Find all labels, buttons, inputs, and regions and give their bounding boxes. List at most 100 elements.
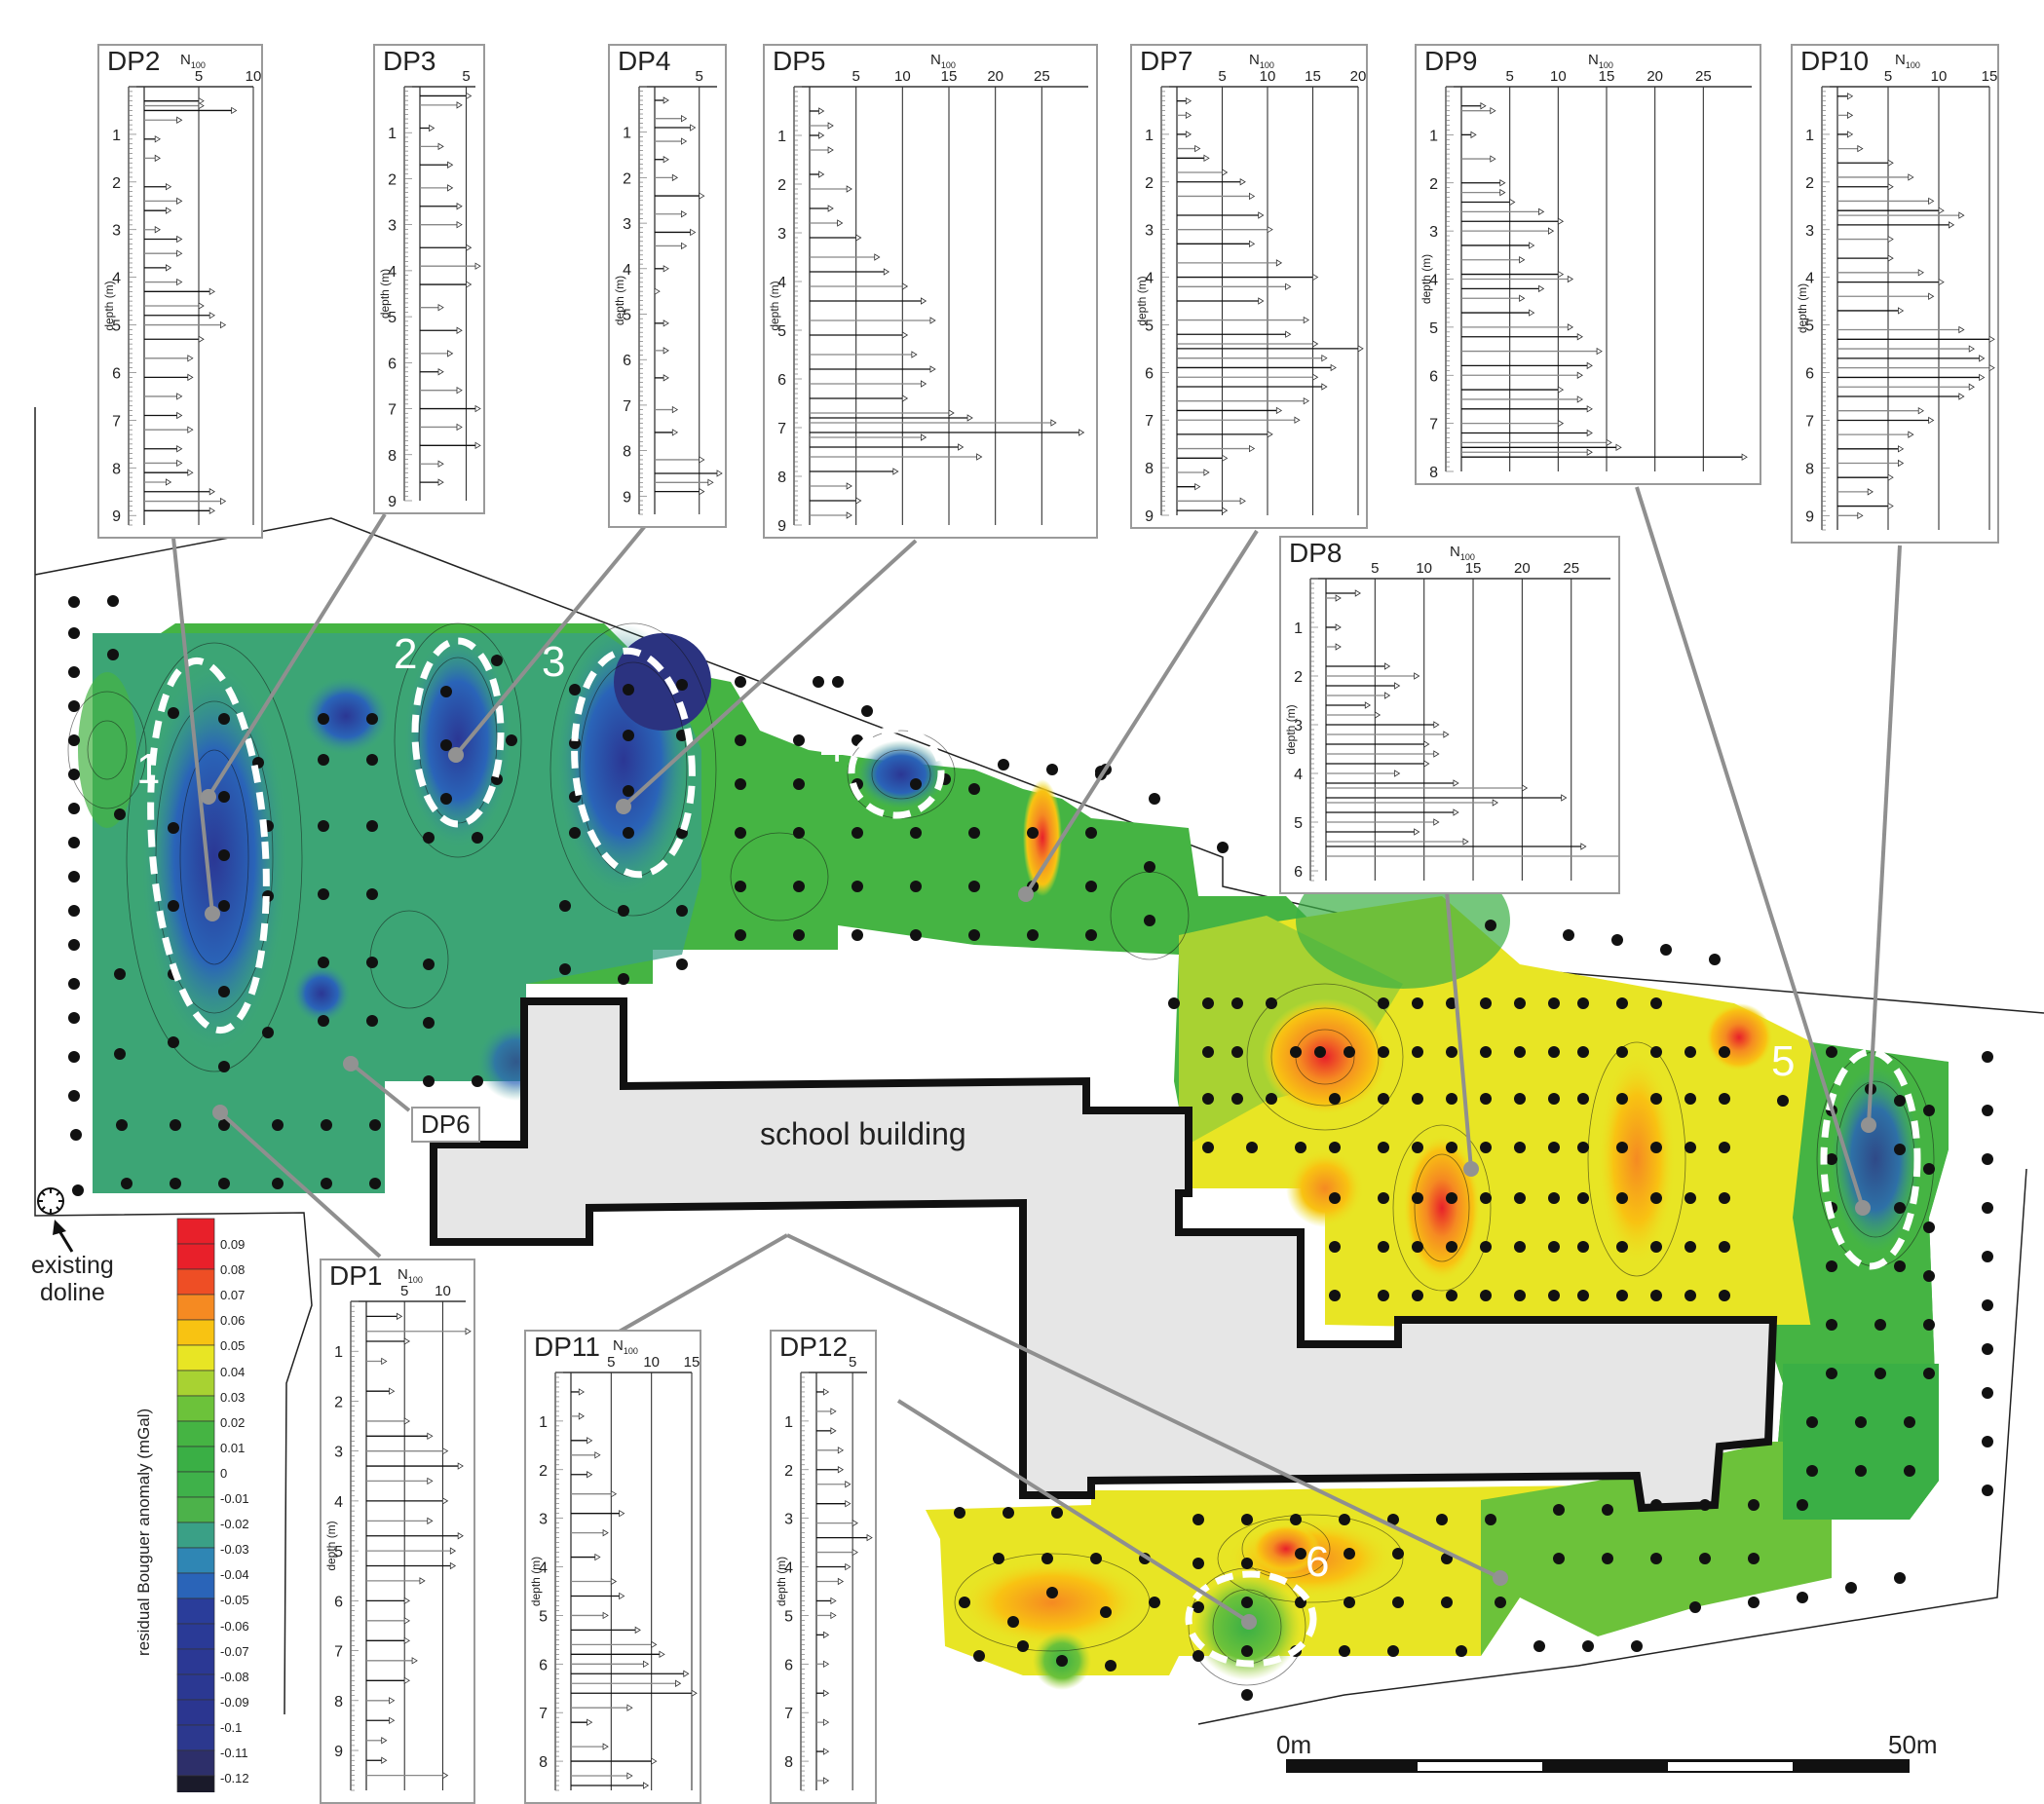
svg-text:4: 4	[112, 271, 121, 287]
svg-text:6: 6	[388, 356, 397, 372]
svg-text:7: 7	[777, 421, 786, 437]
svg-text:5: 5	[334, 1544, 343, 1560]
svg-text:5: 5	[607, 1354, 615, 1371]
svg-text:6: 6	[1805, 366, 1814, 383]
panel-title: DP1	[329, 1260, 383, 1291]
svg-text:1: 1	[777, 129, 786, 145]
leader-lines	[171, 486, 1902, 1624]
svg-text:7: 7	[1805, 413, 1814, 430]
doline-label: existing doline	[31, 1252, 114, 1306]
doline-arrow-icon	[53, 1220, 74, 1253]
svg-text:9: 9	[112, 508, 121, 525]
svg-text:8: 8	[539, 1754, 548, 1771]
svg-text:9: 9	[777, 518, 786, 535]
svg-text:2: 2	[112, 175, 121, 192]
svg-text:20: 20	[1514, 560, 1531, 577]
svg-text:6: 6	[1429, 368, 1438, 385]
n100-axis-label: N100	[1588, 52, 1613, 70]
anomaly-label-2: 2	[394, 630, 418, 678]
svg-text:7: 7	[112, 413, 121, 430]
svg-text:2: 2	[623, 170, 631, 187]
svg-text:10: 10	[1931, 68, 1948, 85]
svg-text:4: 4	[784, 1560, 793, 1577]
legend-tick: 0	[220, 1465, 228, 1481]
legend-tick: -0.09	[220, 1694, 249, 1710]
svg-text:8: 8	[1429, 465, 1438, 481]
svg-text:2: 2	[777, 177, 786, 194]
svg-text:4: 4	[1805, 271, 1814, 287]
svg-text:depth (m): depth (m)	[1284, 704, 1298, 754]
svg-text:7: 7	[388, 402, 397, 419]
svg-text:6: 6	[784, 1657, 793, 1673]
svg-text:5: 5	[1505, 68, 1513, 85]
n100-axis-label: N100	[397, 1266, 423, 1285]
anomaly-outline-2	[411, 637, 505, 828]
legend-tick: 0.08	[220, 1262, 246, 1278]
doline-icon	[37, 1187, 64, 1215]
svg-text:5: 5	[539, 1608, 548, 1625]
svg-text:1: 1	[784, 1414, 793, 1431]
svg-text:25: 25	[1034, 68, 1050, 85]
svg-text:2: 2	[1429, 176, 1438, 193]
dp6-label: DP6	[411, 1107, 480, 1143]
svg-text:5: 5	[1371, 560, 1379, 577]
svg-text:depth (m): depth (m)	[613, 276, 626, 325]
svg-text:5: 5	[852, 68, 859, 85]
svg-text:6: 6	[539, 1657, 548, 1673]
svg-text:3: 3	[784, 1512, 793, 1528]
svg-text:2: 2	[334, 1394, 343, 1410]
svg-text:8: 8	[784, 1754, 793, 1771]
legend-tick: -0.11	[220, 1746, 248, 1760]
anomaly-outline-4	[848, 726, 945, 819]
svg-text:4: 4	[1429, 273, 1438, 289]
anomaly-label-3: 3	[542, 638, 566, 686]
panel-title: DP8	[1289, 538, 1343, 568]
panel-title: DP4	[618, 46, 671, 76]
svg-text:depth (m): depth (m)	[529, 1557, 543, 1606]
svg-text:3: 3	[539, 1512, 548, 1528]
panel-title: DP11	[534, 1332, 600, 1362]
svg-text:2: 2	[1145, 175, 1154, 192]
svg-text:8: 8	[112, 461, 121, 477]
svg-text:depth (m): depth (m)	[775, 1557, 788, 1606]
svg-text:9: 9	[388, 494, 397, 510]
legend-tick: -0.02	[220, 1517, 249, 1532]
school-building-label: school building	[760, 1116, 966, 1151]
svg-text:2: 2	[784, 1463, 793, 1480]
svg-text:depth (m): depth (m)	[768, 281, 781, 330]
svg-text:10: 10	[643, 1354, 660, 1371]
svg-text:3: 3	[1145, 223, 1154, 240]
svg-text:5: 5	[112, 319, 121, 335]
svg-text:2: 2	[1294, 669, 1303, 686]
svg-text:15: 15	[1465, 560, 1482, 577]
svg-text:4: 4	[388, 264, 397, 281]
legend-tick: -0.03	[220, 1542, 249, 1558]
svg-text:20: 20	[1350, 68, 1366, 85]
scale-end-label: 50m	[1888, 1730, 1938, 1759]
svg-text:15: 15	[684, 1354, 700, 1371]
school-building	[430, 997, 1778, 1513]
svg-text:4: 4	[623, 262, 631, 279]
svg-text:6: 6	[1145, 365, 1154, 382]
svg-text:6: 6	[1294, 864, 1303, 881]
svg-text:5: 5	[195, 68, 203, 85]
legend-tick: 0.03	[220, 1389, 246, 1405]
svg-text:6: 6	[623, 353, 631, 369]
svg-text:5: 5	[400, 1283, 408, 1299]
svg-text:3: 3	[777, 226, 786, 243]
anomaly-outline-5	[1820, 1048, 1921, 1270]
legend-tick: 0.07	[220, 1288, 246, 1303]
anomaly-outline-1	[147, 657, 270, 1034]
svg-text:depth (m): depth (m)	[1419, 254, 1433, 304]
svg-text:8: 8	[388, 448, 397, 465]
svg-text:3: 3	[388, 218, 397, 235]
svg-text:depth (m): depth (m)	[1135, 276, 1149, 325]
svg-text:6: 6	[334, 1594, 343, 1610]
